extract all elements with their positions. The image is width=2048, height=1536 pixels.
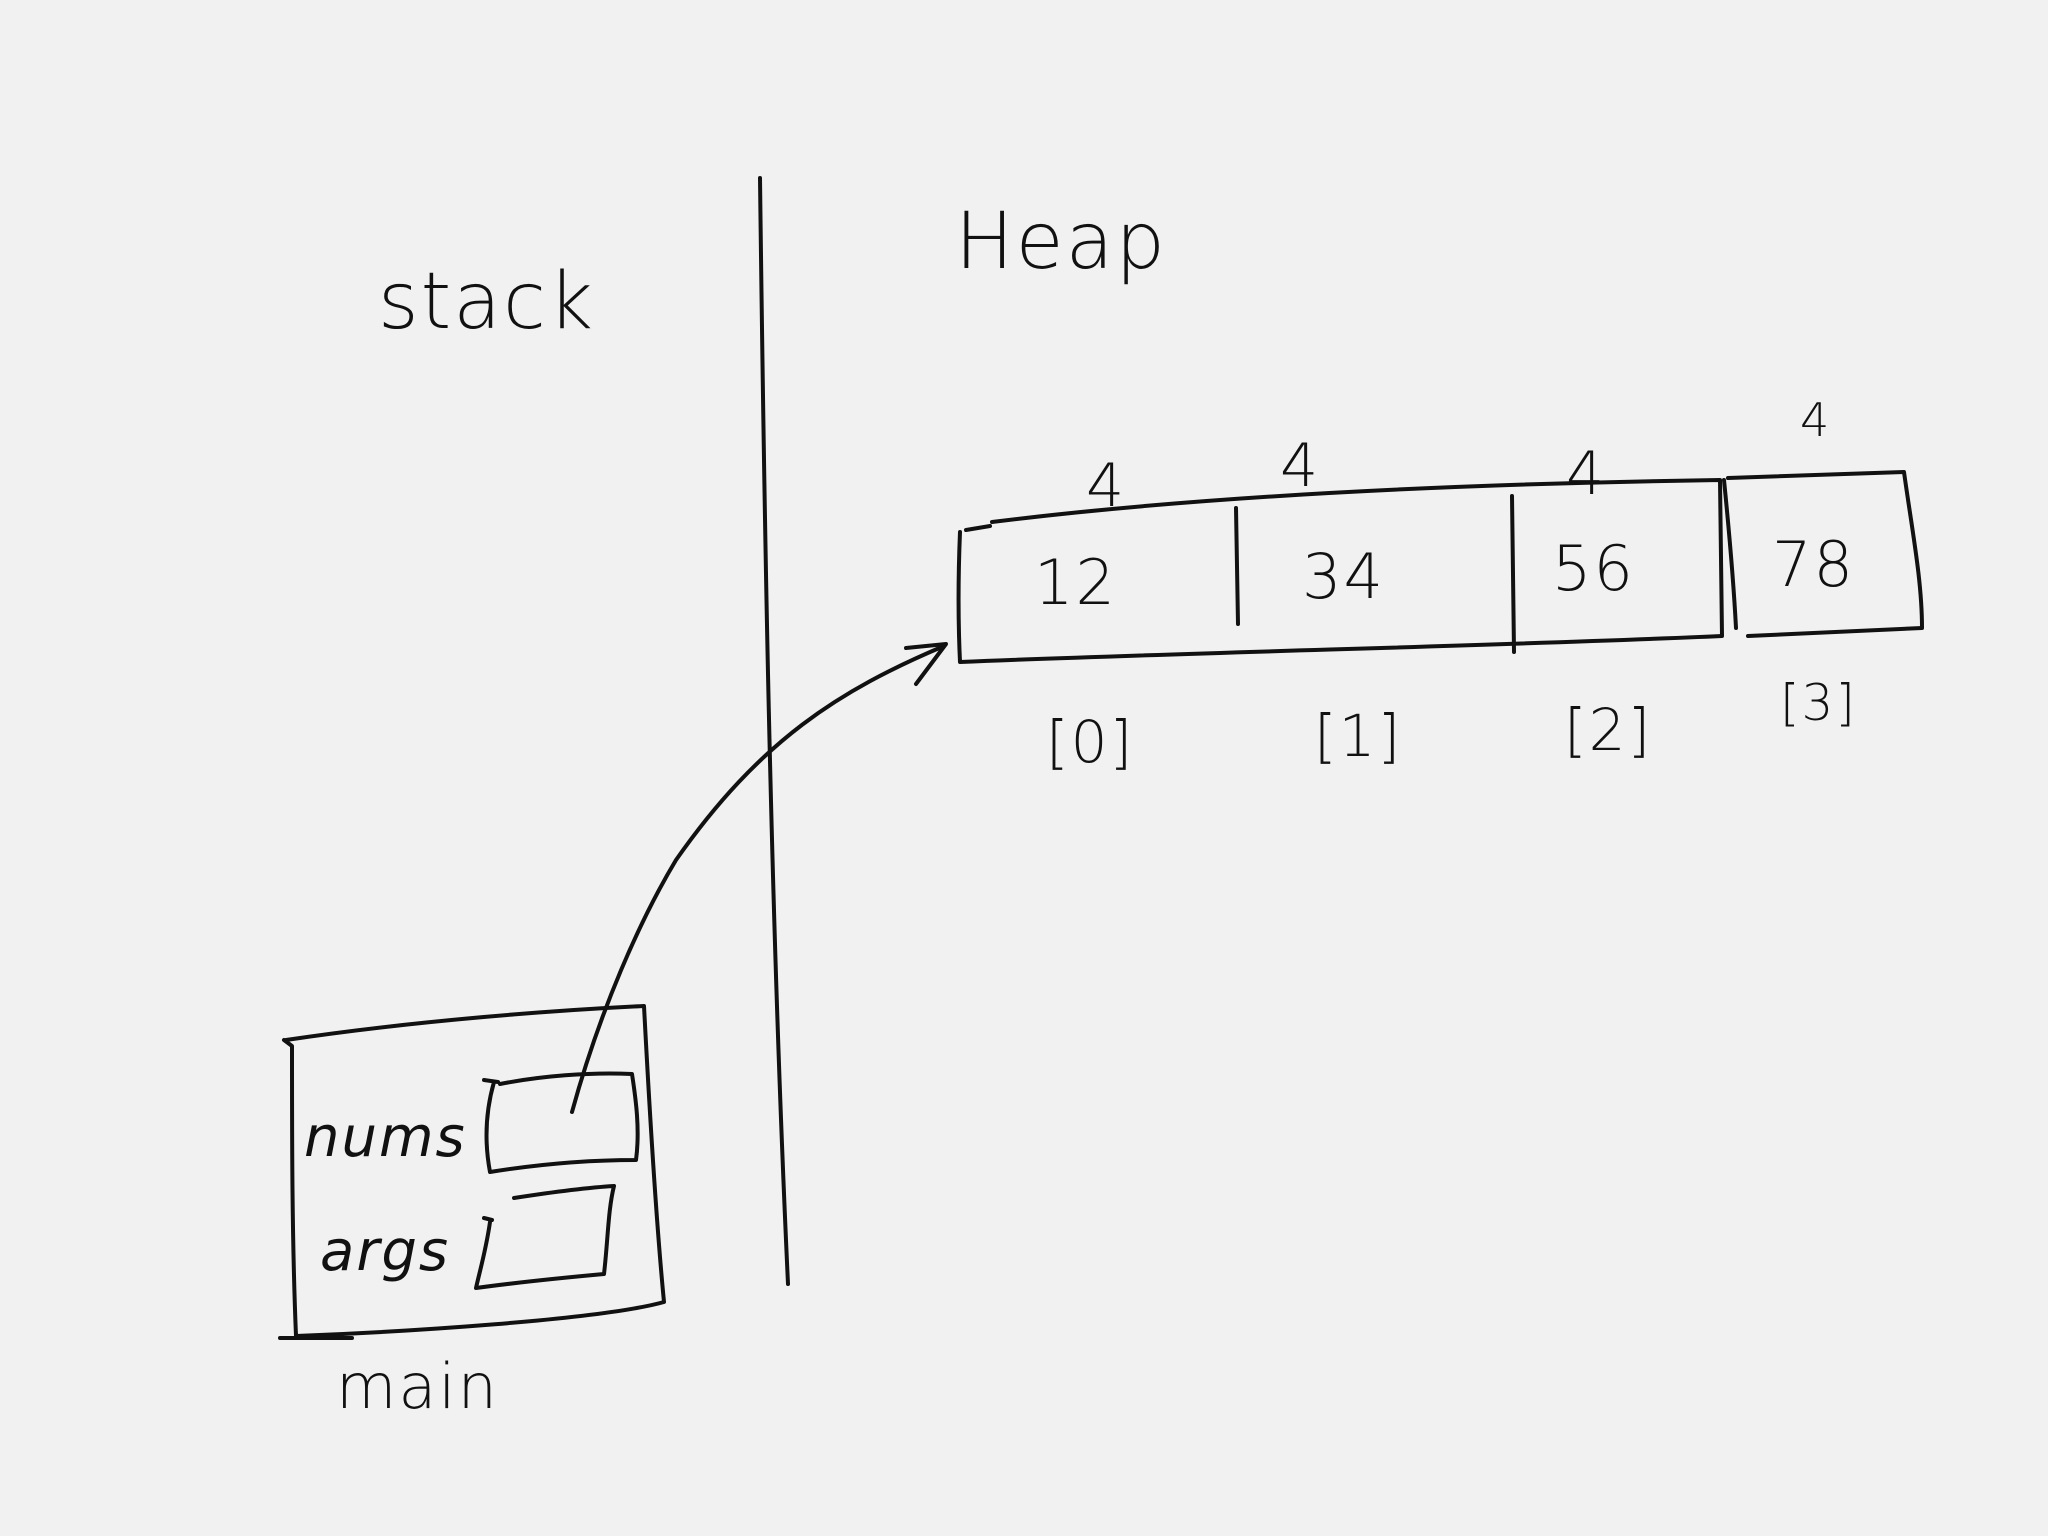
heap-array-outline-last-cell xyxy=(1726,470,1924,638)
reference-arrow xyxy=(570,644,946,1114)
heap-cell-divider-3 xyxy=(1722,478,1738,630)
heap-array: 12 34 56 78 4 4 4 4 [0] [1] [2] [3] xyxy=(956,393,1924,776)
heap-cell-size: 4 xyxy=(1086,451,1126,521)
heap-cell-value: 12 xyxy=(1034,546,1117,619)
heap-cell-size: 4 xyxy=(1280,431,1320,501)
stack-var-slot-nums xyxy=(482,1071,640,1174)
arrow-head-icon xyxy=(904,642,948,686)
heap-label: Heap xyxy=(955,197,1167,287)
stack-frame-outline xyxy=(282,1004,666,1338)
heap-array-outline-main xyxy=(956,478,1724,664)
stack-heap-divider xyxy=(758,176,790,1286)
heap-cell-value: 56 xyxy=(1552,532,1635,605)
heap-cell-size: 4 xyxy=(1566,439,1606,509)
stack-label: stack xyxy=(378,257,595,347)
heap-cell-value: 78 xyxy=(1772,528,1855,601)
stack-frame-main: main nums args xyxy=(278,1004,666,1423)
heap-cell-index: [3] xyxy=(1780,674,1857,732)
heap-cell-divider-1 xyxy=(1234,506,1240,626)
heap-cell-index: [1] xyxy=(1314,702,1402,770)
heap-cell-divider-2 xyxy=(1510,494,1516,654)
stack-var-name: args xyxy=(320,1219,450,1284)
heap-cell-index: [0] xyxy=(1046,708,1134,776)
heap-cell-value: 34 xyxy=(1302,540,1385,613)
stack-var-name: nums xyxy=(304,1105,467,1170)
heap-cell-index: [2] xyxy=(1564,696,1652,764)
stack-var-slot-args xyxy=(474,1184,616,1290)
heap-cell-size: 4 xyxy=(1800,393,1831,447)
stack-frame-name: main xyxy=(336,1350,499,1423)
